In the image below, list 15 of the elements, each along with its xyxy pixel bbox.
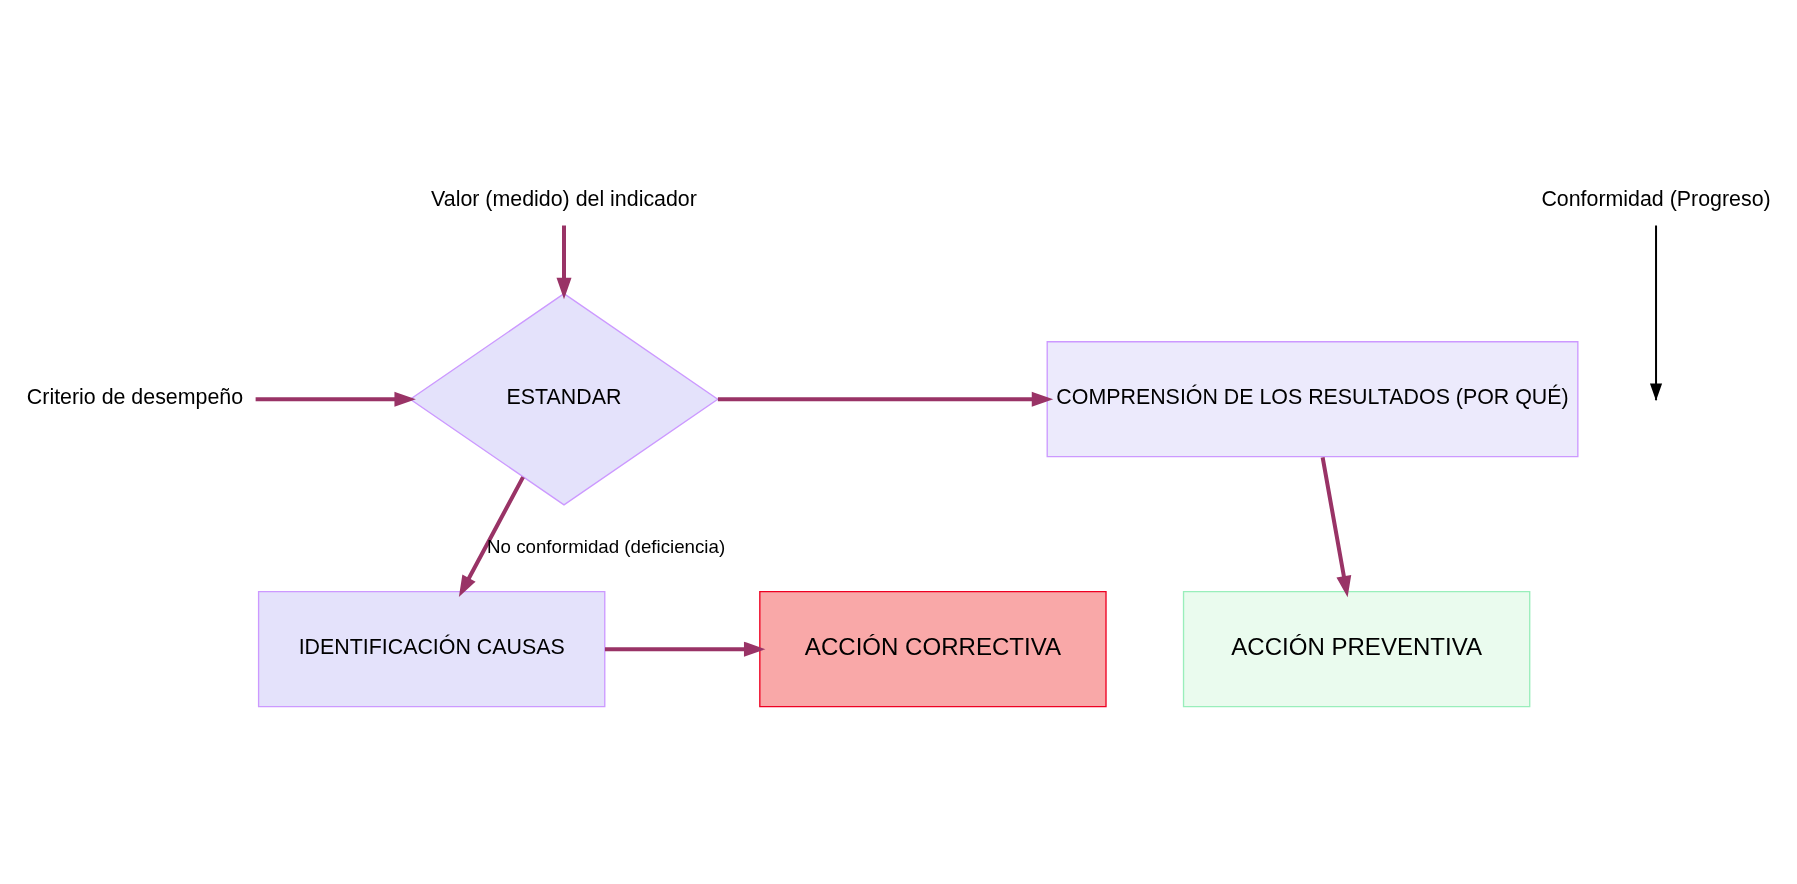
arrow [458, 476, 525, 597]
arrow [604, 641, 766, 657]
arrow [1320, 456, 1352, 598]
arrow [255, 391, 416, 407]
node-diamond: ESTANDAR [409, 292, 719, 506]
node-text: Criterio de desempeño [26, 385, 244, 410]
node-box: COMPRENSIÓN DE LOS RESULTADOS (POR QUÉ) [1046, 341, 1579, 458]
arrow [556, 225, 572, 300]
node-box: ACCIÓN CORRECTIVA [759, 591, 1107, 708]
node-text: Valor (medido) del indicador [431, 187, 697, 212]
arrow [717, 391, 1054, 407]
edge-label: No conformidad (deficiencia) [487, 536, 726, 558]
node-text: Conformidad (Progreso) [1541, 187, 1771, 212]
node-box: ACCIÓN PREVENTIVA [1182, 591, 1531, 708]
node-box: IDENTIFICACIÓN CAUSAS [257, 591, 606, 708]
